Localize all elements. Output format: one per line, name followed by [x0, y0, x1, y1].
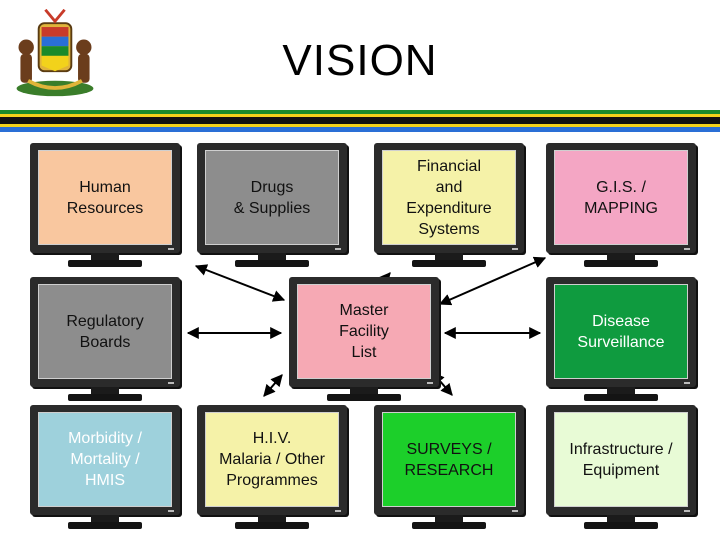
screen-drugs-supplies: Drugs & Supplies	[205, 150, 339, 245]
monitor-disease-surveillance: Disease Surveillance	[546, 277, 696, 405]
monitor-infrastructure-equipment: Infrastructure / Equipment	[546, 405, 696, 533]
monitor-master-facility-list: Master Facility List	[289, 277, 439, 405]
monitor-surveys-research: SURVEYS / RESEARCH	[374, 405, 524, 533]
monitor-drugs-supplies: Drugs & Supplies	[197, 143, 347, 271]
arrow-master-to-hiv	[263, 374, 283, 397]
monitor-morbidity-mortality: Morbidity / Mortality / HMIS	[30, 405, 180, 533]
screen-master-facility-list: Master Facility List	[297, 284, 431, 379]
screen-surveys-research: SURVEYS / RESEARCH	[382, 412, 516, 507]
stripe-yellow-top	[0, 114, 720, 117]
screen-morbidity-mortality: Morbidity / Mortality / HMIS	[38, 412, 172, 507]
arrow-master-to-gis	[438, 256, 547, 306]
monitor-human-resources: Human Resources	[30, 143, 180, 271]
screen-disease-surveillance: Disease Surveillance	[554, 284, 688, 379]
screen-human-resources: Human Resources	[38, 150, 172, 245]
stripe-black	[0, 117, 720, 124]
arrow-master-to-drugs	[194, 264, 286, 302]
stripe-green	[0, 110, 720, 114]
monitor-hiv-malaria: H.I.V. Malaria / Other Programmes	[197, 405, 347, 533]
page-title: VISION	[282, 36, 438, 85]
screen-regulatory-boards: Regulatory Boards	[38, 284, 172, 379]
monitor-financial-systems: Financial and Expenditure Systems	[374, 143, 524, 271]
coat-of-arms-logo	[16, 8, 94, 97]
screen-gis-mapping: G.I.S. / MAPPING	[554, 150, 688, 245]
screen-infrastructure-equipment: Infrastructure / Equipment	[554, 412, 688, 507]
monitor-regulatory-boards: Regulatory Boards	[30, 277, 180, 405]
monitor-gis-mapping: G.I.S. / MAPPING	[546, 143, 696, 271]
stripe-yellow-bottom	[0, 124, 720, 127]
stripe-blue	[0, 127, 720, 132]
flag-stripes	[0, 110, 720, 132]
screen-hiv-malaria: H.I.V. Malaria / Other Programmes	[205, 412, 339, 507]
screen-financial-systems: Financial and Expenditure Systems	[382, 150, 516, 245]
